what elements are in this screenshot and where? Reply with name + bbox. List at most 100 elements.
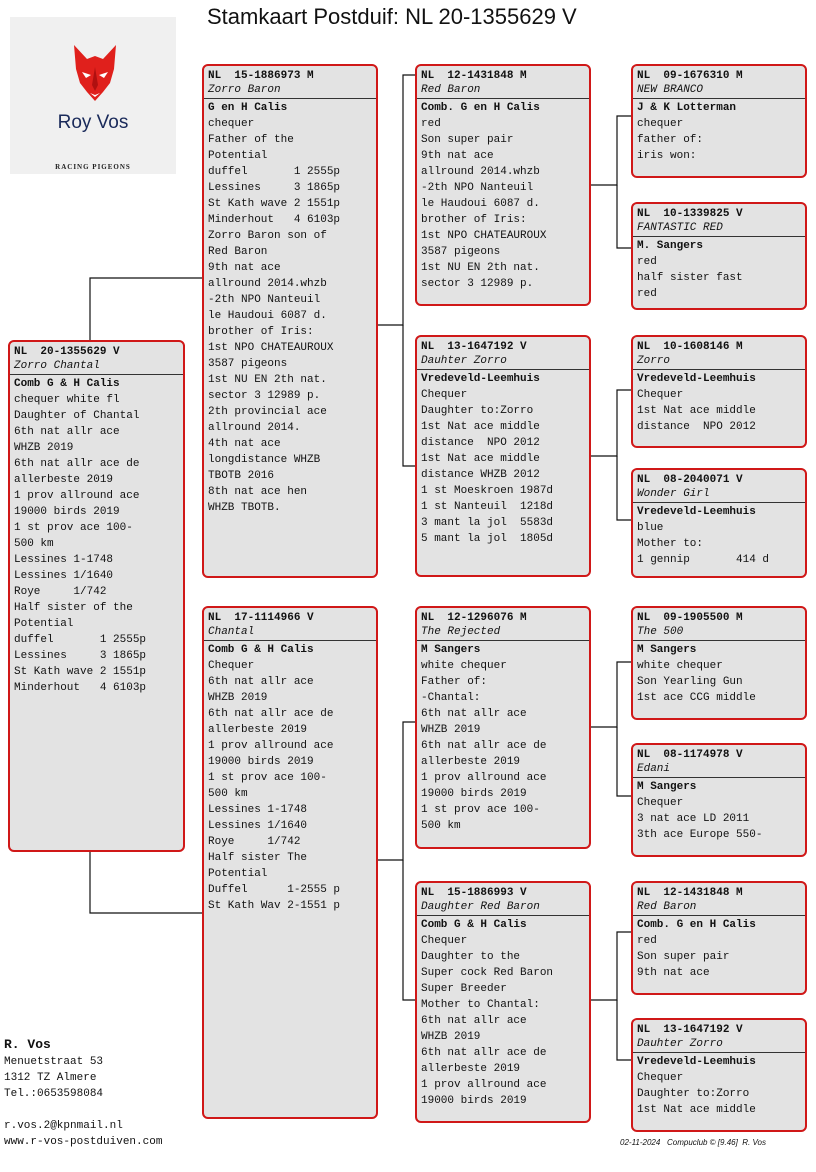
card-ring-number: NL 08-2040071 V [637,474,743,486]
card-breeder: Vredeveld-Leemhuis [637,373,756,385]
card-line: 8th nat ace hen [208,486,308,498]
card-line: -2th NPO Nanteuil [421,182,534,194]
card-line: 1 prov allround ace [421,1079,547,1091]
card-line: Lessines 3 1865p [14,650,147,662]
card-breeder: Comb G & H Calis [421,919,527,931]
card-line: WHZB 2019 [421,724,481,736]
card-pigeon-name: Red Baron [417,83,589,99]
card-line: blue [637,522,664,534]
pedigree-card-grandfather-paternal: NL 12-1431848 M Red Baron Comb. G en H C… [415,64,591,306]
owner-website[interactable]: www.r-vos-postduiven.com [4,1136,163,1148]
card-line: father of: [637,134,704,146]
card-breeder: Vredeveld-Leemhuis [637,1056,756,1068]
spacer [4,1102,162,1118]
card-line: 1st Nat ace middle [421,421,540,433]
pedigree-card-grandmother-maternal: NL 15-1886993 V Daughter Red Baron Comb … [415,881,591,1123]
card-breeder: Comb G & H Calis [208,644,314,656]
card-line: WHZB 2019 [208,692,268,704]
card-line: Red Baron [208,246,268,258]
card-breeder: Comb G & H Calis [14,378,120,390]
card-line: Chequer [637,389,684,401]
pedigree-card-great-grandparent-3: NL 10-1608146 M Zorro Vredeveld-Leemhuis… [631,335,807,448]
card-line: TBOTB 2016 [208,470,275,482]
card-breeder: J & K Lotterman [637,102,737,114]
card-line: allerbeste 2019 [14,474,114,486]
owner-city: 1312 TZ Almere [4,1072,97,1084]
card-line: distance WHZB 2012 [421,469,540,481]
card-breeder: Comb. G en H Calis [421,102,540,114]
card-line: Roye 1/742 [208,836,301,848]
card-line: -Chantal: [421,692,481,704]
logo-brand: Roy Vos [57,112,129,133]
card-ring-number: NL 09-1676310 M [637,70,743,82]
card-pigeon-name: The Rejected [417,625,589,641]
wolf-icon [74,45,116,101]
card-line: Roye 1/742 [14,586,107,598]
card-ring-number: NL 20-1355629 V [14,346,120,358]
card-line: le Haudoui 6087 d. [421,198,540,210]
card-pigeon-name: Wonder Girl [633,487,805,503]
card-line: Lessines 1-1748 [208,804,308,816]
card-line: duffel 1 2555p [208,166,341,178]
card-line: distance NPO 2012 [421,437,540,449]
card-pigeon-name: Zorro [633,354,805,370]
pedigree-card-mother: NL 17-1114966 V Chantal Comb G & H Calis… [202,606,378,1119]
owner-info: R. Vos Menuetstraat 53 1312 TZ Almere Te… [4,1036,162,1150]
card-line: 4th nat ace [208,438,281,450]
card-line: Daughter to the [421,951,521,963]
card-line: 3587 pigeons [421,246,501,258]
page-title: Stamkaart Postduif: NL 20-1355629 V [207,4,577,29]
card-line: Potential [14,618,74,630]
pedigree-card-great-grandparent-7: NL 12-1431848 M Red Baron Comb. G en H C… [631,881,807,995]
card-line: Chequer [637,797,684,809]
pedigree-card-grandmother-paternal: NL 13-1647192 V Dauhter Zorro Vredeveld-… [415,335,591,577]
card-line: red [637,256,657,268]
card-ring-number: NL 15-1886973 M [208,70,314,82]
owner-email[interactable]: r.vos.2@kpnmail.nl [4,1120,123,1132]
card-line: Son Yearling Gun [637,676,743,688]
card-line: Half sister of the [14,602,133,614]
card-line: 3 mant la jol 5583d [421,517,554,529]
card-line: 3th ace Europe 550- [637,829,763,841]
card-line: 1st NU EN 2th nat. [421,262,540,274]
card-ring-number: NL 13-1647192 V [637,1024,743,1036]
card-pigeon-name: The 500 [633,625,805,641]
card-line: 1 prov allround ace [421,772,547,784]
card-line: Mother to: [637,538,704,550]
card-line: 6th nat allr ace [14,426,120,438]
card-pigeon-name: Daughter Red Baron [417,900,589,916]
card-line: St Kath Wav 2-1551 p [208,900,341,912]
card-line: 1 st prov ace 100- [421,804,540,816]
card-pigeon-name: Edani [633,762,805,778]
card-line: chequer [637,118,684,130]
card-pigeon-name: Zorro Chantal [10,359,183,375]
card-line: 1 st prov ace 100- [208,772,327,784]
pedigree-card-subject: NL 20-1355629 V Zorro Chantal Comb G & H… [8,340,185,852]
card-line: Chequer [637,1072,684,1084]
card-pigeon-name: Dauhter Zorro [633,1037,805,1053]
card-ring-number: NL 10-1339825 V [637,208,743,220]
card-line: WHZB 2019 [421,1031,481,1043]
card-line: sector 3 12989 p. [208,390,321,402]
card-breeder: Comb. G en H Calis [637,919,756,931]
card-line: red [421,118,441,130]
owner-name: R. Vos [4,1037,51,1052]
card-line: 500 km [421,820,461,832]
card-line: 19000 birds 2019 [421,1095,527,1107]
card-line: 1 st Moeskroen 1987d [421,485,554,497]
card-line: half sister fast [637,272,743,284]
card-line: 3587 pigeons [208,358,288,370]
card-breeder: M Sangers [421,644,481,656]
card-breeder: Vredeveld-Leemhuis [421,373,540,385]
card-line: Lessines 1/1640 [208,820,308,832]
card-line: 5 mant la jol 1805d [421,533,554,545]
card-line: 500 km [208,788,248,800]
